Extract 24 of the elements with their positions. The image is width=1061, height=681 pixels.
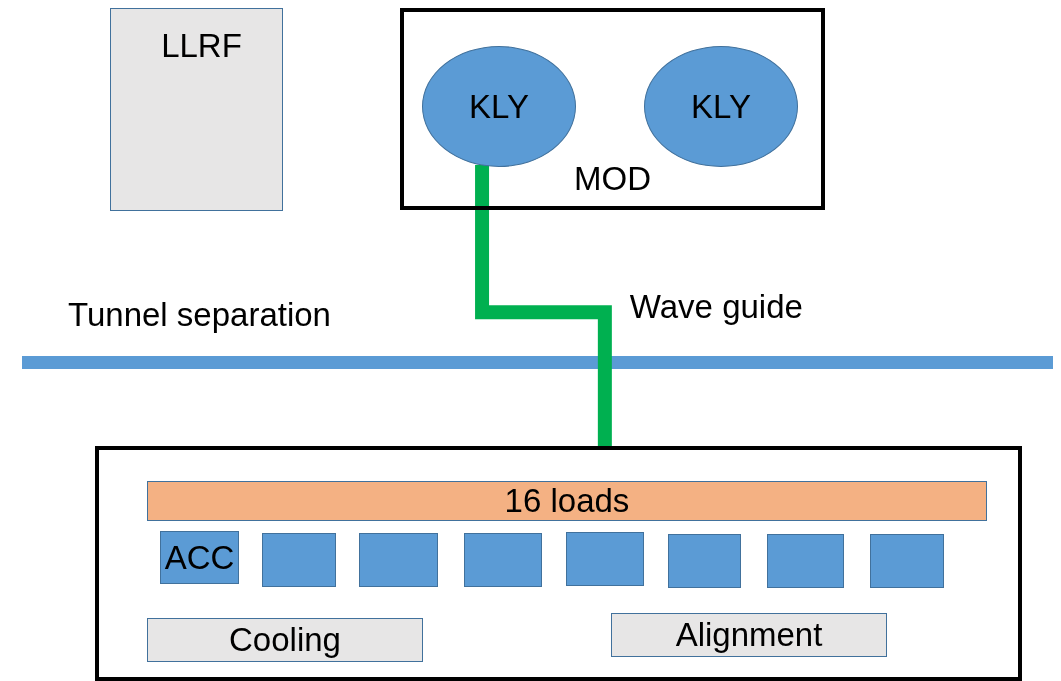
empty-box bbox=[262, 533, 336, 587]
enclosure-box bbox=[400, 8, 825, 210]
empty-box bbox=[668, 534, 741, 588]
node-label: KLY bbox=[691, 87, 751, 126]
empty-box bbox=[359, 533, 438, 587]
node-label: 16 loads bbox=[504, 482, 630, 520]
empty-box bbox=[566, 532, 644, 586]
node-label: KLY bbox=[469, 87, 529, 126]
node-label: Cooling bbox=[229, 621, 341, 659]
node-label: Alignment bbox=[675, 616, 823, 654]
empty-box bbox=[767, 534, 844, 588]
waveguide-line bbox=[475, 165, 612, 448]
tunnel-box bbox=[95, 446, 1022, 681]
rack-box bbox=[110, 8, 283, 211]
node-label: LLRF bbox=[161, 27, 242, 65]
system-box bbox=[147, 618, 423, 662]
boundary-label: Tunnel separation bbox=[68, 296, 331, 334]
node-label: MOD bbox=[574, 160, 651, 198]
accelerator-box bbox=[160, 531, 239, 584]
empty-box bbox=[870, 534, 944, 588]
system-box bbox=[611, 613, 887, 657]
empty-box bbox=[464, 533, 542, 587]
loads-bar bbox=[147, 481, 987, 521]
node-label: ACC bbox=[164, 538, 235, 577]
